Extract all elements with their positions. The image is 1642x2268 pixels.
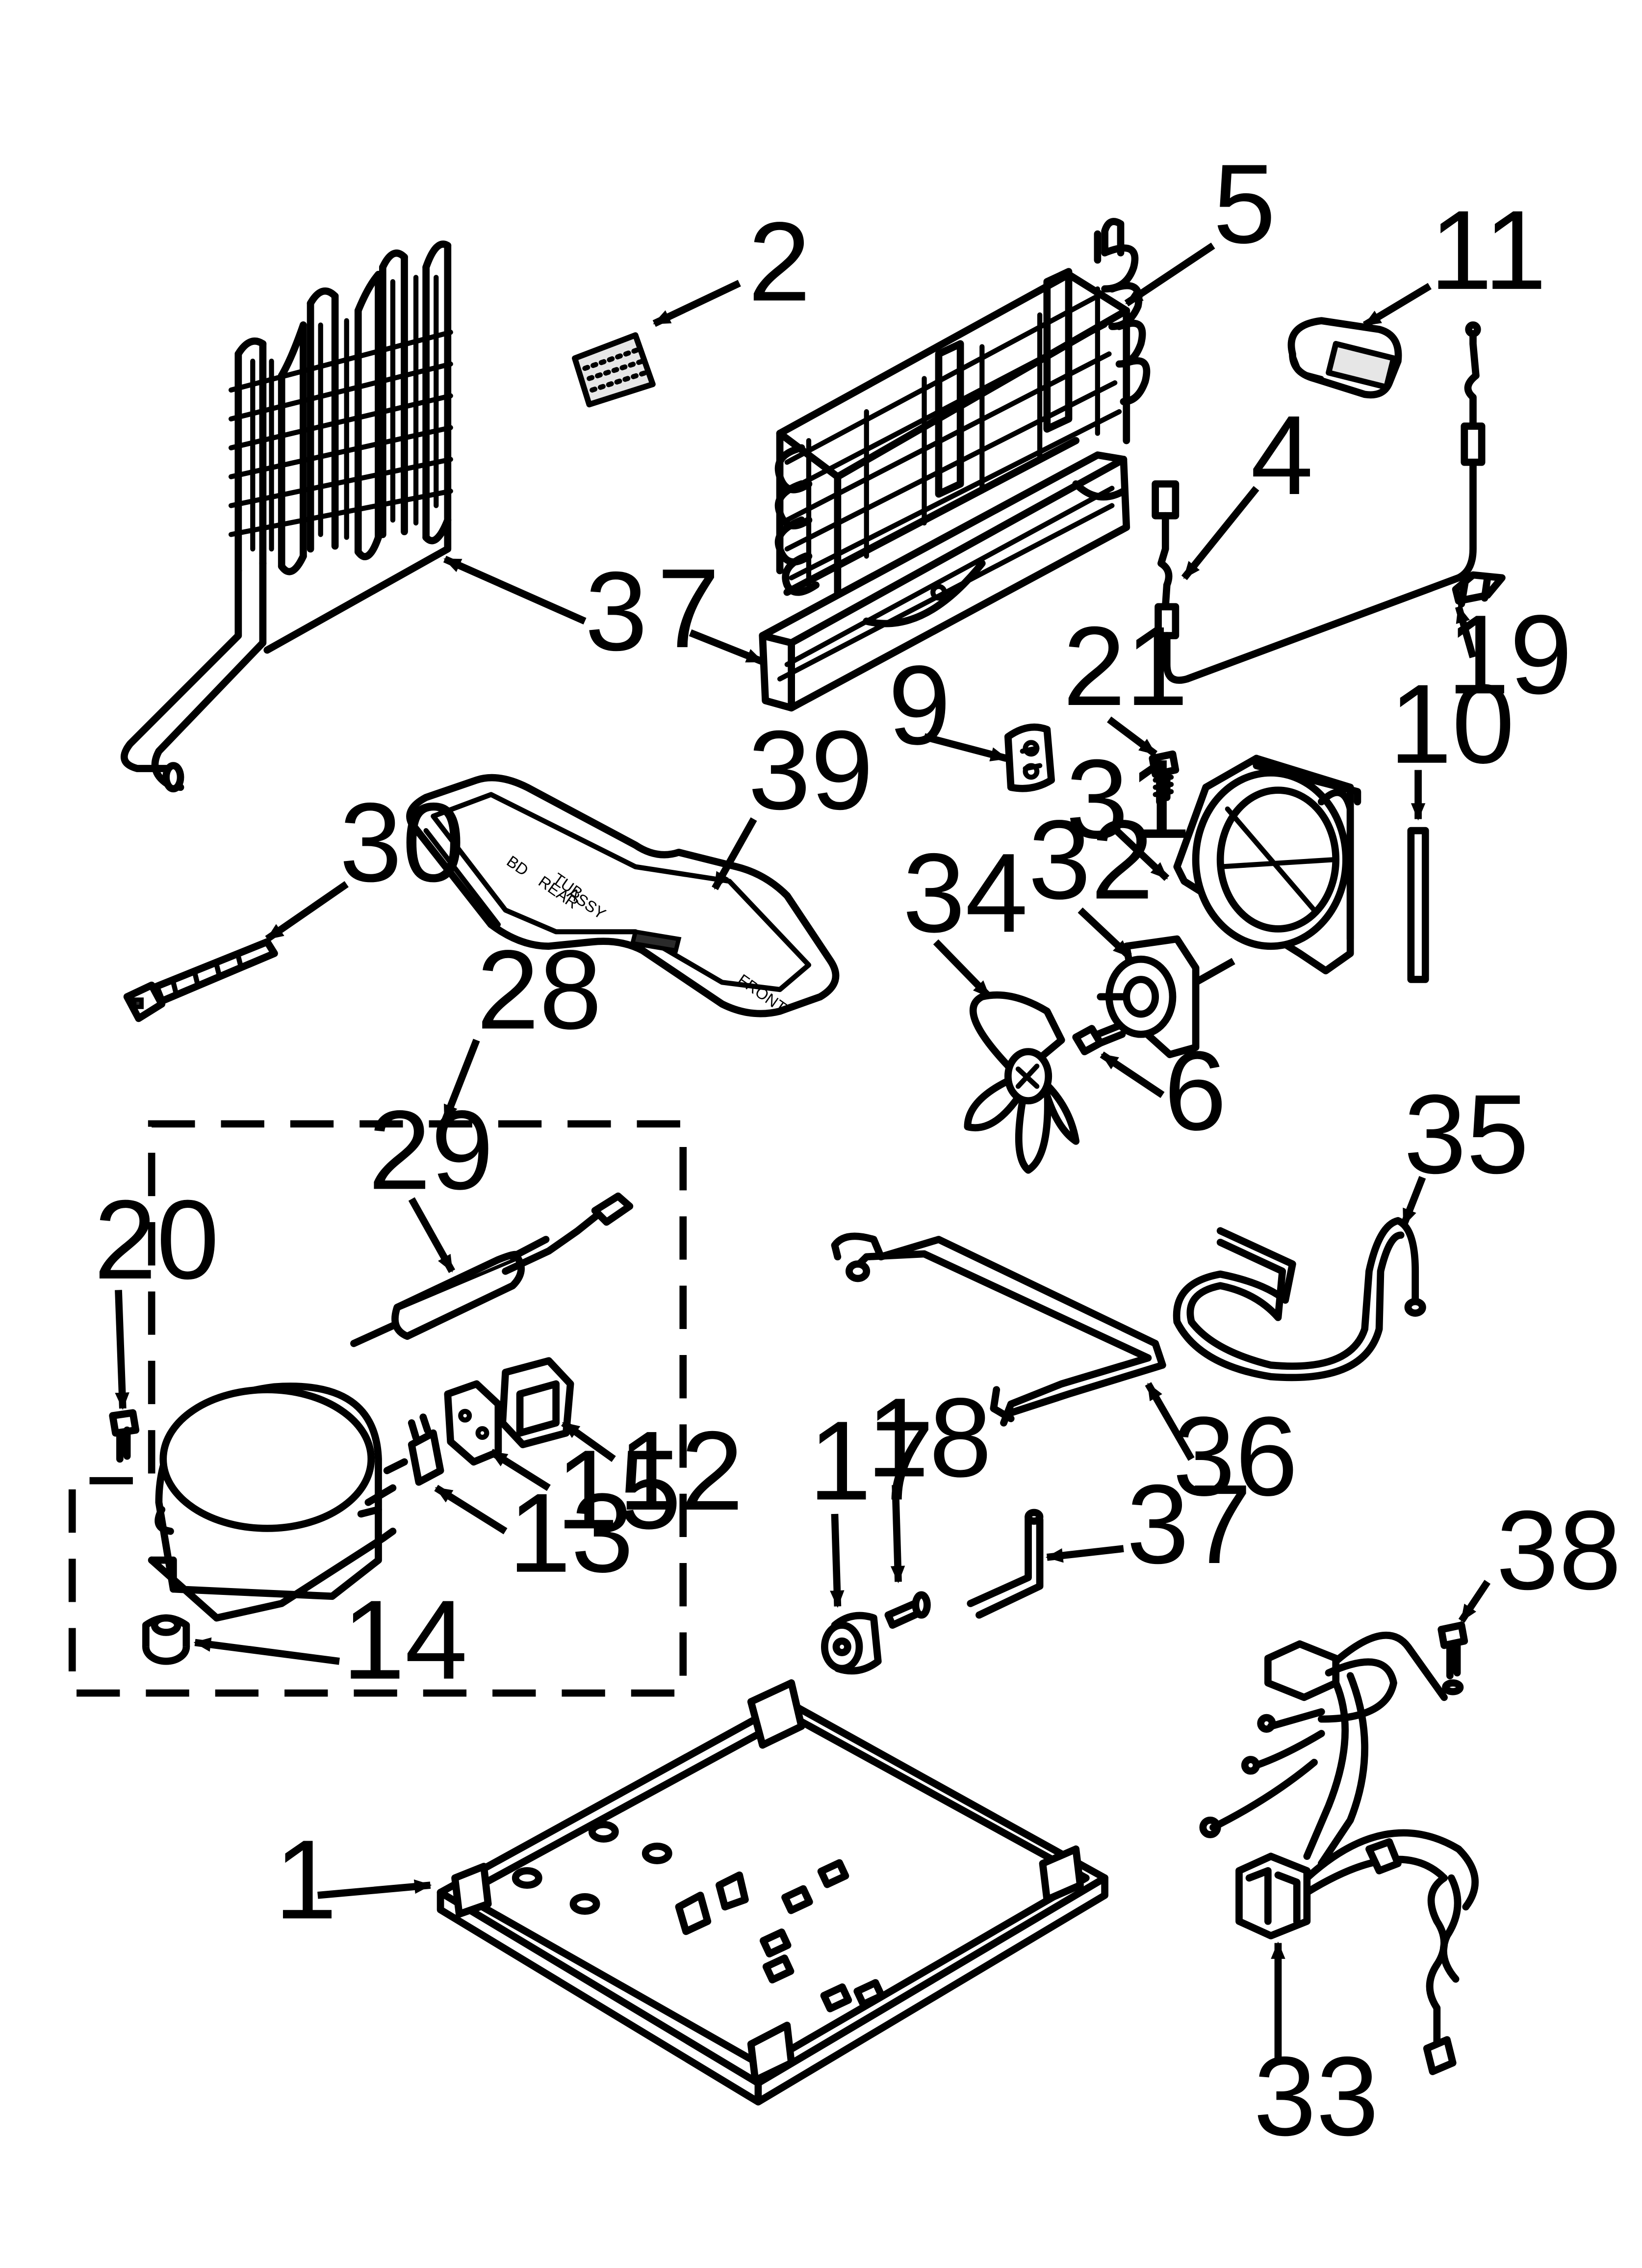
sensor-wire-drawing — [1152, 321, 1486, 684]
evaporator-drawing — [774, 218, 1151, 596]
screw-38-drawing — [1437, 1621, 1468, 1695]
part-number-18: 18 — [867, 1374, 992, 1500]
part-number-10: 10 — [1389, 661, 1514, 787]
drier-drawing — [350, 1192, 634, 1347]
clip-drawing — [1452, 571, 1506, 608]
part-number-28: 28 — [477, 927, 602, 1053]
filter-pad-drawing — [572, 332, 656, 408]
part-number-33: 33 — [1254, 2033, 1379, 2159]
relay-cover-drawing — [499, 1357, 574, 1448]
part-number-17: 17 — [809, 1397, 934, 1523]
cable-tie-drawing — [123, 938, 278, 1022]
part-number-29: 29 — [368, 1087, 493, 1213]
part-number-20: 20 — [94, 1176, 219, 1303]
part-number-11: 11 — [1430, 187, 1546, 313]
foam-strip-drawing — [1407, 827, 1429, 983]
part-number-2: 2 — [748, 198, 811, 324]
part-number-9: 9 — [888, 642, 951, 768]
screw-21-drawing — [1149, 750, 1180, 806]
part-number-35: 35 — [1404, 1071, 1529, 1197]
wheel-drawing — [821, 1612, 882, 1675]
fan-shroud-drawing — [1173, 755, 1361, 975]
part-number-38: 38 — [1496, 1487, 1621, 1613]
part-number-34: 34 — [902, 830, 1027, 956]
drain-trough-drawing — [759, 451, 1130, 712]
part-number-1: 1 — [274, 1816, 337, 1942]
part-number-30: 30 — [339, 779, 464, 905]
part-number-36: 36 — [1173, 1393, 1298, 1519]
part-number-6: 6 — [1164, 1028, 1227, 1154]
part-number-12: 12 — [618, 1408, 743, 1534]
screw-6-drawing — [1072, 1022, 1126, 1056]
part-number-19: 19 — [1447, 591, 1572, 717]
tube-36-drawing — [831, 1232, 1166, 1427]
cap-drawing — [1287, 317, 1402, 399]
part-number-7: 7 — [657, 545, 720, 671]
fan-blade-drawing — [964, 991, 1080, 1174]
base-frame-drawing — [436, 1679, 1108, 2106]
part-number-3: 3 — [585, 548, 648, 674]
part-number-14: 14 — [342, 1577, 467, 1703]
part-number-13: 13 — [508, 1470, 633, 1596]
condenser-coil-drawing — [121, 240, 453, 793]
part-number-21: 21 — [1063, 603, 1188, 729]
axle-drawing — [884, 1591, 931, 1629]
compressor-drawing — [148, 1382, 397, 1622]
part-number-39: 39 — [748, 707, 873, 833]
part-number-32: 32 — [1028, 797, 1154, 923]
drain-tray-drawing — [406, 774, 840, 1017]
tube-37-drawing — [967, 1509, 1044, 1619]
part-number-4: 4 — [1251, 392, 1313, 518]
fan-motor-drawing — [1097, 935, 1244, 1058]
tube-35-drawing — [1173, 1217, 1426, 1382]
overload-drawing — [383, 1413, 444, 1486]
grommet-drawing — [142, 1614, 190, 1665]
bracket-drawing — [1004, 723, 1055, 792]
part-number-15: 15 — [556, 1426, 681, 1552]
part-number-5: 5 — [1213, 141, 1276, 267]
screw-20-drawing — [109, 1409, 140, 1463]
part-number-37: 37 — [1127, 1461, 1252, 1587]
wire-harness-drawing — [1199, 1632, 1479, 2075]
part-number-31: 31 — [1066, 736, 1191, 862]
relay-drawing — [444, 1380, 502, 1466]
